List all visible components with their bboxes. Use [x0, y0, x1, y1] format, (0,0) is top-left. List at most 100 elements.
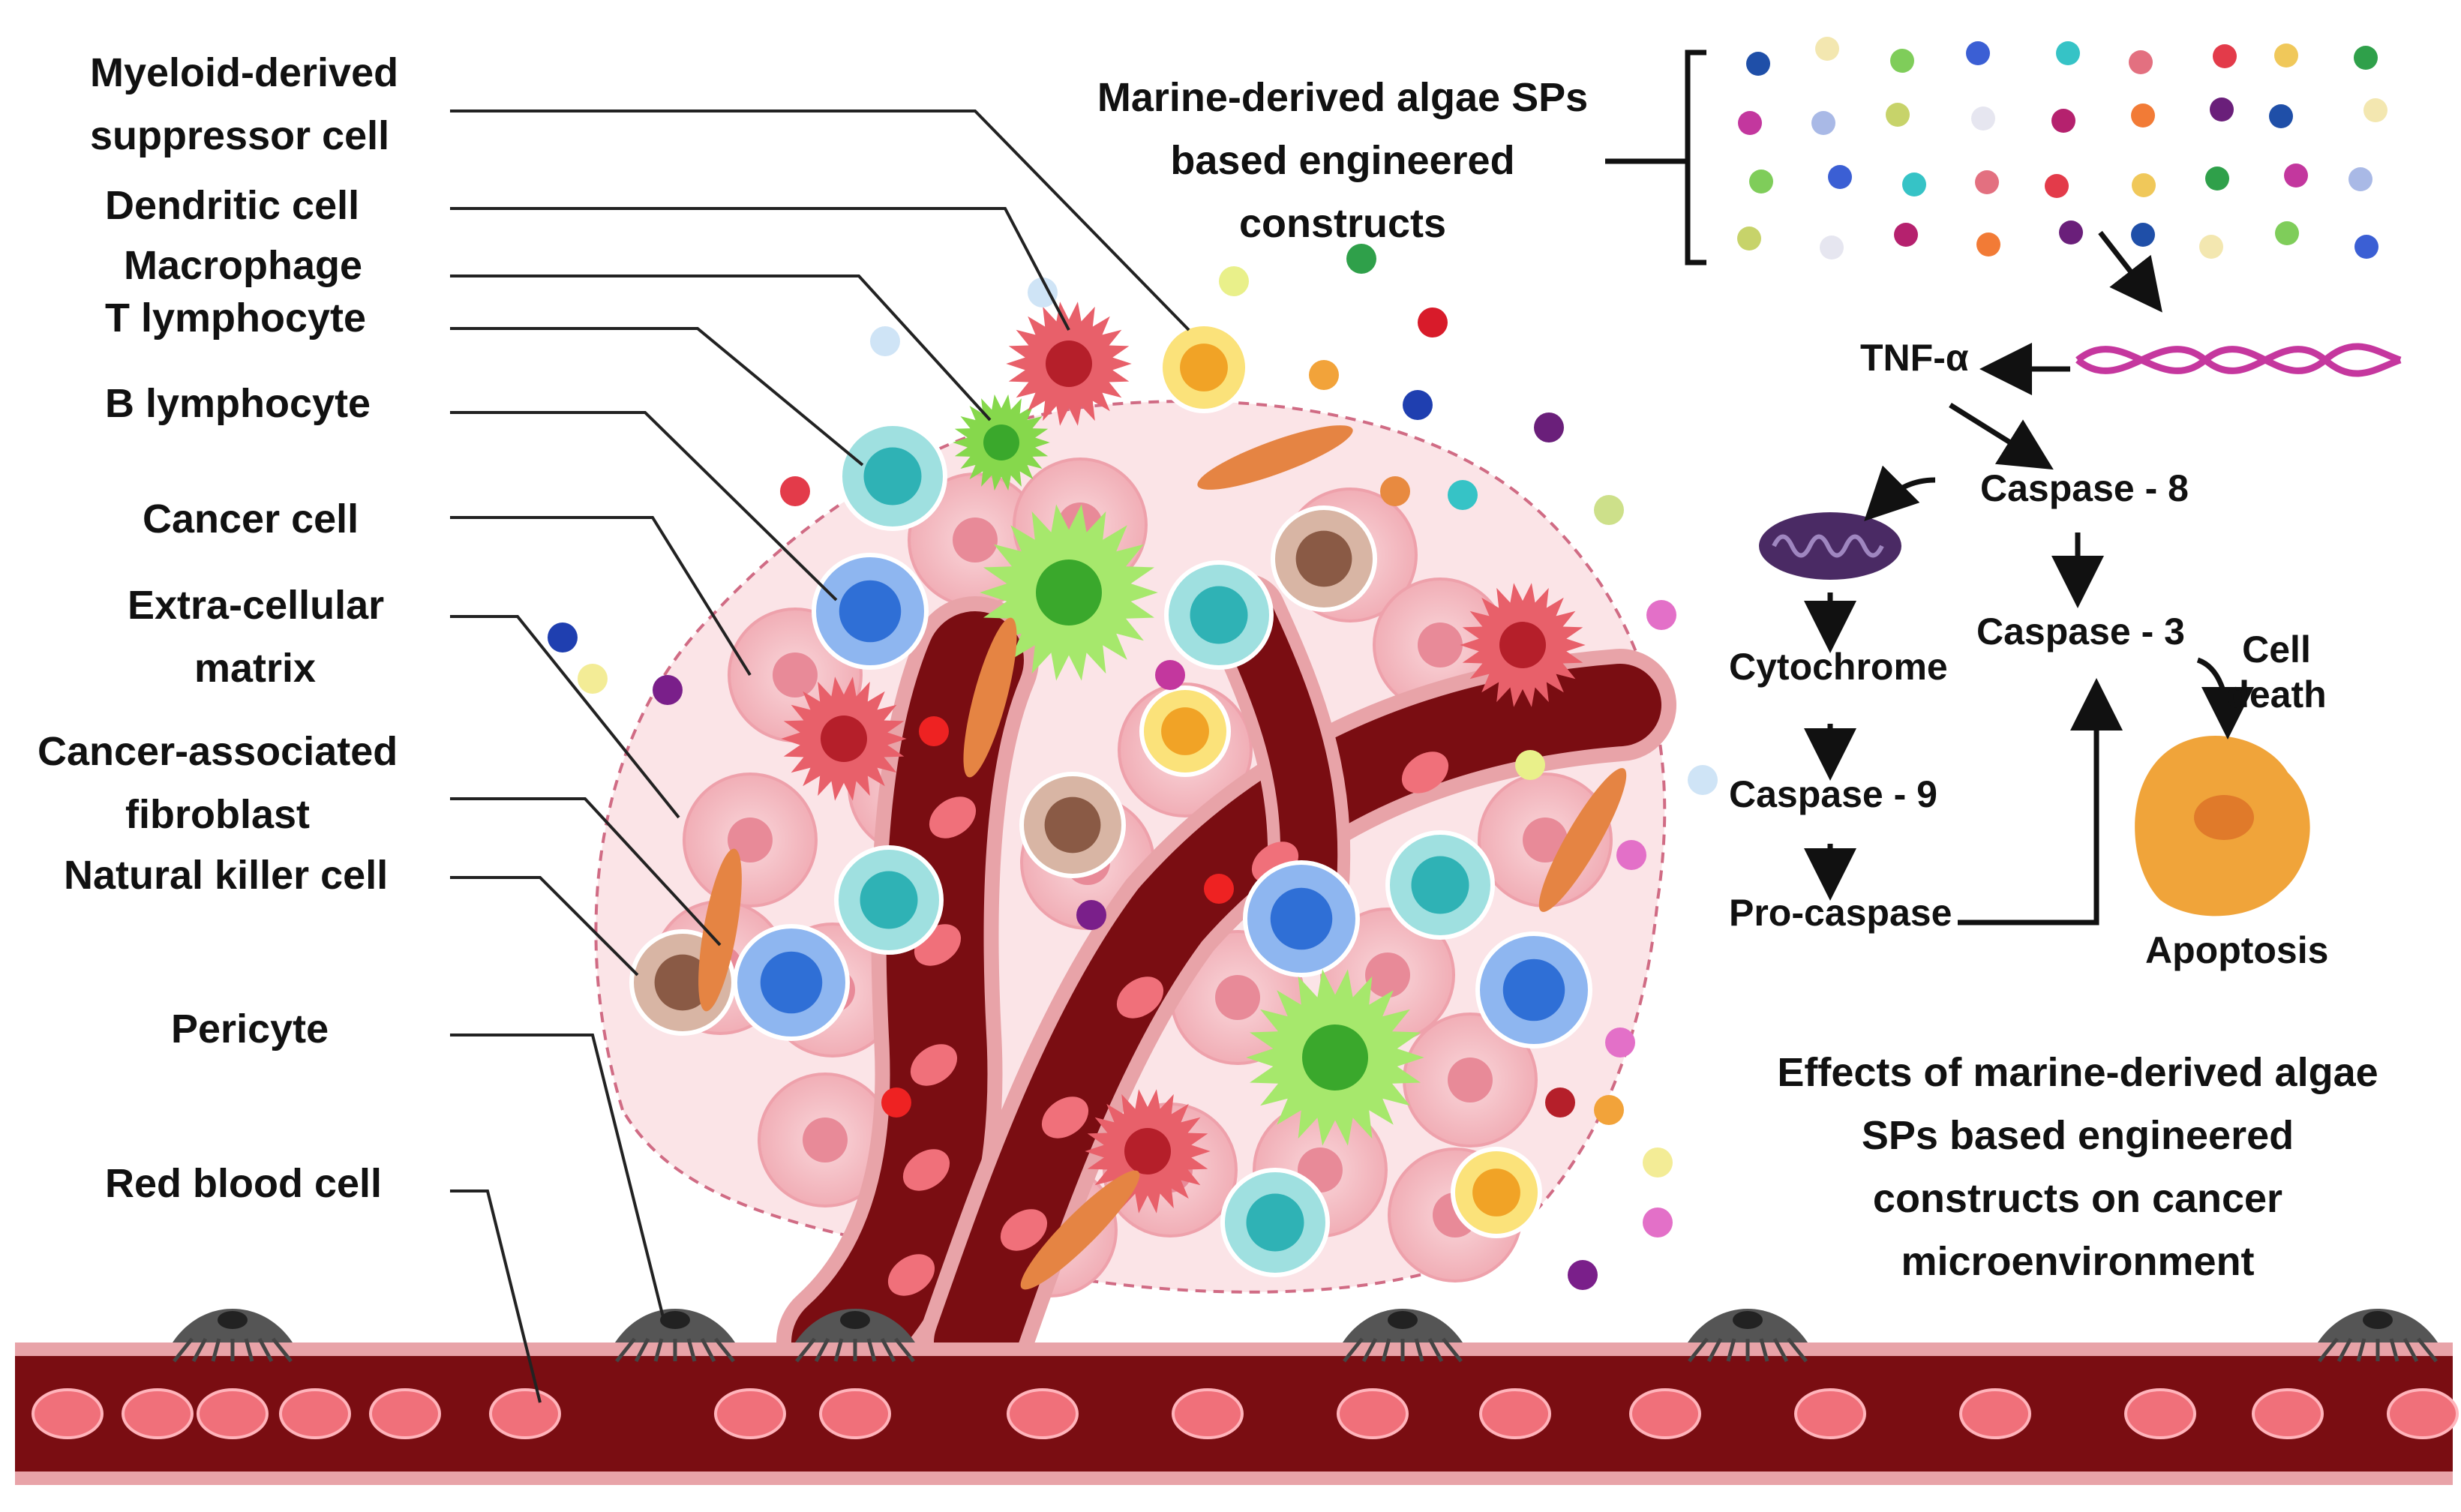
sp-particle — [1975, 170, 1999, 194]
fibroblast-cell — [963, 617, 1017, 778]
macrophage-cell — [980, 504, 1158, 681]
sp-particle — [653, 675, 683, 705]
sp-particle — [2129, 50, 2153, 74]
label-nk: Natural killer cell — [64, 844, 388, 907]
sp-particle — [1749, 170, 1773, 194]
dendritic-cell — [1006, 302, 1132, 426]
red-blood-cell — [910, 1044, 958, 1086]
macrophage-cell — [953, 394, 1050, 491]
red-blood-cell — [1479, 1388, 1551, 1439]
apoptotic-cell-icon — [2135, 736, 2310, 916]
sp-particle — [1820, 236, 1844, 260]
label-line: Natural killer cell — [64, 853, 389, 898]
red-blood-cell — [887, 1254, 935, 1296]
red-blood-cell — [714, 1388, 786, 1439]
sp-particle — [1811, 111, 1835, 135]
red-blood-cell — [1000, 1209, 1048, 1251]
sp-particle — [2051, 109, 2075, 133]
sp-particle — [1380, 476, 1410, 506]
sp-particle — [1890, 49, 1914, 73]
sp-particle — [870, 326, 900, 356]
label-line: Cancer-associated — [38, 729, 398, 774]
label-line: Myeloid-derived — [90, 50, 399, 95]
label-line: T lymphocyte — [105, 296, 367, 340]
sp-particle — [2131, 104, 2155, 128]
sp-particle — [548, 622, 578, 652]
red-blood-cells — [32, 752, 2459, 1439]
red-blood-cell — [929, 796, 977, 838]
sp-particle — [1966, 41, 1990, 65]
brown-cell — [1271, 506, 1377, 612]
sp-particle — [1746, 52, 1770, 76]
brown-cell — [1019, 772, 1126, 878]
effects-caption: Effects of marine-derived algae SPs base… — [1733, 1041, 2423, 1293]
b-lymphocyte-cell — [733, 924, 850, 1041]
pericytes — [173, 1309, 2438, 1363]
caspase-3-label: Caspase - 3 — [1976, 610, 2185, 652]
pericyte — [2318, 1309, 2438, 1363]
label-pericyte: Pericyte — [171, 998, 329, 1060]
sp-particle — [1568, 1260, 1598, 1290]
mitochondria-icon — [1759, 512, 1901, 580]
sp-particle — [1976, 232, 2000, 256]
sp-particle — [1346, 244, 1376, 274]
cytochrome-label: Cytochrome — [1729, 646, 1948, 688]
pericyte — [173, 1309, 293, 1363]
cancer-cell — [683, 772, 818, 908]
sp-particle — [1076, 900, 1106, 930]
sp-particle — [2210, 98, 2234, 122]
sp-particle — [1605, 1028, 1635, 1058]
sp-particle — [1545, 1088, 1575, 1118]
effects-caption-line: Effects of marine-derived algae — [1777, 1050, 2378, 1095]
sp-particle — [1971, 106, 1995, 130]
label-leader-lines — [450, 110, 1190, 1403]
cancer-cell — [758, 1072, 893, 1208]
sp-particle — [1894, 223, 1918, 247]
sp-particle — [919, 716, 949, 746]
red-blood-cell — [1337, 1388, 1409, 1439]
sp-particle — [1204, 874, 1234, 904]
cell-death-label: Cell death — [2201, 627, 2351, 717]
label-line: Extra-cellular — [128, 583, 385, 628]
label-b-lymphocyte: B lymphocyte — [105, 372, 371, 435]
red-blood-cell — [279, 1388, 351, 1439]
pro-caspase-label: Pro-caspase — [1729, 892, 1952, 934]
sp-particle — [1886, 103, 1910, 127]
red-blood-cell — [902, 1149, 950, 1191]
b-lymphocyte-cell — [812, 553, 929, 670]
constructs-title-line: based engineered — [1170, 138, 1515, 183]
b-lymphocyte-cell — [1475, 932, 1592, 1048]
label-rbc: Red blood cell — [105, 1152, 382, 1215]
constructs-title-line: Marine-derived algae SPs — [1097, 75, 1589, 120]
red-blood-cell — [197, 1388, 269, 1439]
sp-particle — [1309, 360, 1339, 390]
pericyte — [1688, 1309, 1808, 1363]
sp-particle — [578, 664, 608, 694]
mdsc-cell — [1158, 322, 1250, 413]
sp-particle — [1403, 390, 1433, 420]
red-blood-cell — [2387, 1388, 2459, 1439]
fibroblast-cell — [698, 848, 742, 1012]
caspase-9-label: Caspase - 9 — [1729, 773, 1937, 815]
caspase-8-label: Caspase - 8 — [1980, 467, 2189, 509]
sp-particle — [1534, 412, 1564, 442]
sp-construct-particles — [548, 37, 2387, 1290]
constructs-bracket — [1605, 50, 1706, 266]
red-blood-cell — [489, 1388, 561, 1439]
sp-particle — [2199, 235, 2223, 259]
fibroblast-cell — [1538, 768, 1627, 912]
constructs-title-line: constructs — [1238, 201, 1447, 246]
label-dendritic: Dendritic cell — [105, 174, 359, 237]
t-lymphocyte-cell — [1164, 560, 1274, 670]
label-macrophage: Macrophage — [124, 234, 362, 297]
t-lymphocyte-cell — [838, 422, 947, 531]
label-line: matrix — [194, 646, 317, 691]
red-blood-cell — [1007, 1388, 1079, 1439]
label-line: Pericyte — [171, 1006, 329, 1052]
sp-particle — [881, 1088, 911, 1118]
sp-particle — [2132, 173, 2156, 197]
